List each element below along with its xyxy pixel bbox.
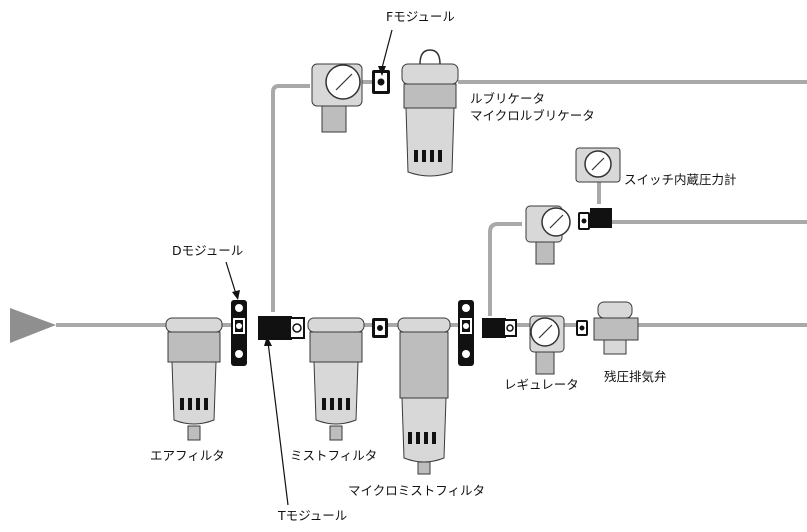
f-module-leader — [381, 29, 393, 69]
d-module-leader — [225, 261, 237, 295]
main-pipe-segment — [562, 323, 576, 327]
middle-branch-pipe — [488, 222, 522, 316]
main-pipe-segment — [448, 323, 458, 327]
micro-mist-filter — [397, 317, 451, 475]
pressure-gauge-icon — [325, 64, 361, 100]
pressure-switch-gauge — [575, 147, 621, 183]
air-filter — [165, 317, 223, 441]
t-module — [258, 316, 305, 340]
main-pipe-segment — [388, 323, 400, 327]
label-exhaust-valve: 残圧排気弁 — [604, 369, 667, 384]
outlet-pipe-middle — [612, 220, 807, 224]
label-t-module: Tモジュール — [278, 508, 348, 523]
label-air-filter: エアフィルタ — [150, 448, 225, 463]
t-module-leader — [267, 341, 289, 506]
switch-module — [578, 208, 612, 230]
lubricator — [401, 49, 459, 177]
d-module-2 — [458, 300, 474, 366]
inlet-arrow-icon — [10, 308, 56, 343]
label-regulator: レギュレータ — [504, 377, 579, 392]
exhaust-valve — [593, 301, 639, 355]
outlet-pipe-top — [458, 80, 807, 84]
leader-arrows — [232, 66, 386, 346]
f-module — [372, 70, 390, 94]
regulator-lower — [529, 315, 565, 375]
label-pressure-switch-gauge: スイッチ内蔵圧力計 — [624, 172, 737, 187]
label-lubricator: ルブリケータ — [470, 91, 546, 106]
main-pipe-segment — [222, 323, 234, 327]
regulator-middle — [525, 205, 571, 265]
main-pipe-segment — [516, 323, 532, 327]
arrow-icon — [264, 336, 272, 346]
label-f-module: Fモジュール — [386, 9, 455, 24]
arrow-icon — [232, 290, 240, 300]
pipes — [56, 80, 807, 327]
arrow-icon — [378, 66, 386, 76]
label-micro-mist-filter: マイクロミストフィルタ — [348, 483, 486, 498]
label-mist-filter: ミストフィルタ — [290, 448, 378, 463]
gauge-stem — [597, 182, 601, 204]
label-d-module: Dモジュール — [172, 243, 244, 258]
d-module — [231, 300, 247, 366]
connector-module — [372, 318, 388, 338]
mist-filter — [307, 317, 365, 441]
outlet-pipe-bottom — [636, 323, 807, 327]
upper-pipe-segment — [360, 80, 372, 84]
t-module-2 — [482, 318, 517, 338]
connector-module-2 — [576, 320, 588, 336]
label-micro-lubricator: マイクロルブリケータ — [470, 108, 595, 123]
upper-branch-pipe — [271, 84, 310, 312]
regulator-upper — [311, 63, 363, 133]
main-inlet-pipe — [56, 323, 166, 327]
leader-lines — [225, 29, 393, 506]
